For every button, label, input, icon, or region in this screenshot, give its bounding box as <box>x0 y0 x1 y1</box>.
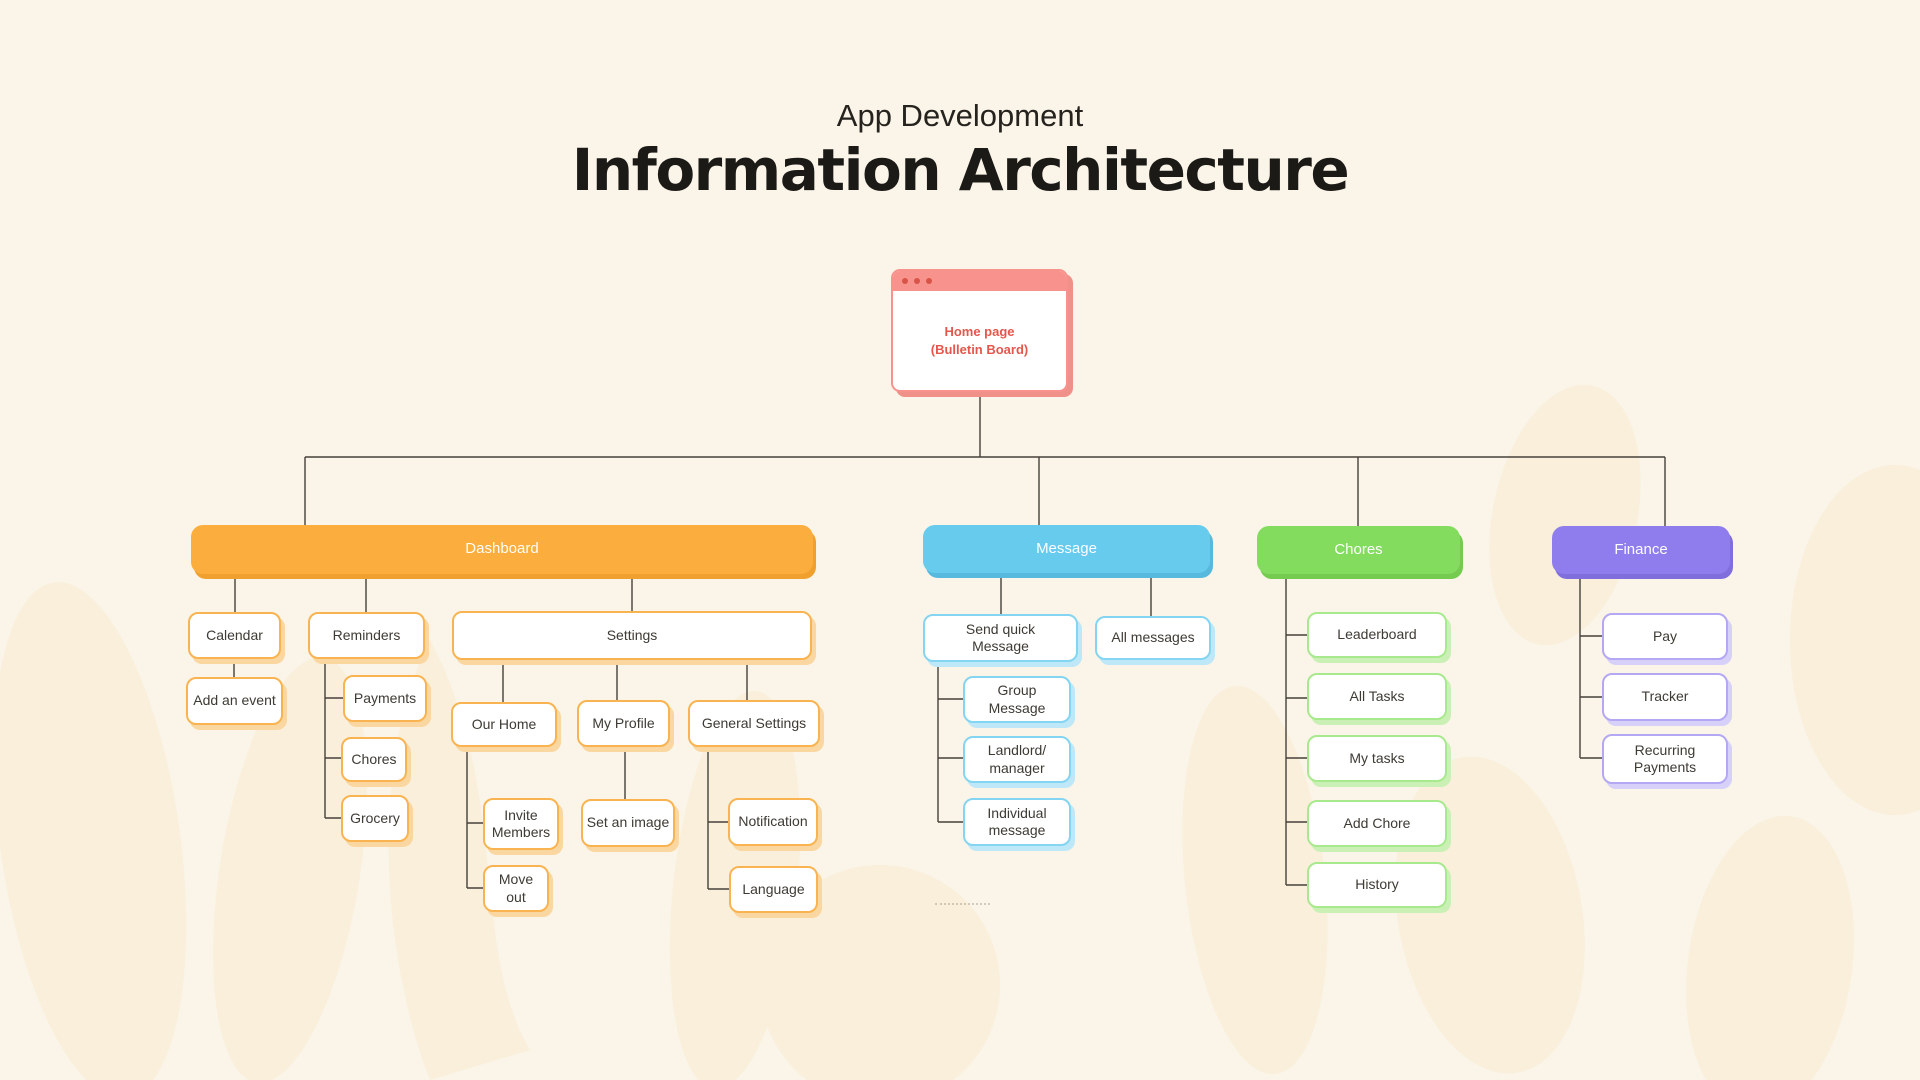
node-leaderboard: Leaderboard <box>1307 612 1447 658</box>
node-calendar: Calendar <box>188 612 281 659</box>
node-dashboard: Dashboard <box>191 525 813 574</box>
home-page-label: Home page (Bulletin Board) <box>893 291 1066 390</box>
node-move-out: Move out <box>483 865 549 912</box>
node-landlord-manager: Landlord/ manager <box>963 736 1071 783</box>
node-grocery: Grocery <box>341 795 409 842</box>
node-general-settings: General Settings <box>688 700 820 747</box>
node-all-messages: All messages <box>1095 616 1211 660</box>
window-dot-icon <box>926 278 932 284</box>
node-add-an-event: Add an event <box>186 677 283 725</box>
window-dot-icon <box>914 278 920 284</box>
window-dot-icon <box>902 278 908 284</box>
finance-connectors <box>1579 574 1602 759</box>
node-home-page: Home page (Bulletin Board) <box>891 269 1068 392</box>
node-finance: Finance <box>1552 526 1730 574</box>
message-connectors <box>937 573 1152 823</box>
browser-header <box>893 271 1066 291</box>
root-connectors <box>304 392 1666 526</box>
home-page-line1: Home page <box>944 323 1015 339</box>
home-page-line2: (Bulletin Board) <box>930 341 1029 357</box>
node-reminders: Reminders <box>308 612 425 659</box>
page-supertitle: App Development <box>836 98 1084 133</box>
node-set-an-image: Set an image <box>581 799 675 847</box>
node-tracker: Tracker <box>1602 673 1728 721</box>
node-all-tasks: All Tasks <box>1307 673 1447 720</box>
page-title: Information Architecture <box>571 136 1350 204</box>
node-invite-members: Invite Members <box>483 798 559 850</box>
node-recurring-payments: Recurring Payments <box>1602 734 1728 784</box>
node-history: History <box>1307 862 1447 908</box>
node-add-chore: Add Chore <box>1307 800 1447 847</box>
node-language: Language <box>729 866 818 913</box>
node-our-home: Our Home <box>451 702 557 747</box>
node-my-profile: My Profile <box>577 700 670 747</box>
node-chores-reminder: Chores <box>341 737 407 782</box>
node-individual-message: Individual message <box>963 798 1071 846</box>
chores-connectors <box>1285 574 1307 886</box>
node-notification: Notification <box>728 798 818 846</box>
dashboard-connectors <box>233 574 748 890</box>
node-chores: Chores <box>1257 526 1460 574</box>
node-message: Message <box>923 525 1210 573</box>
node-payments: Payments <box>343 675 427 722</box>
node-my-tasks: My tasks <box>1307 735 1447 782</box>
node-settings: Settings <box>452 611 812 660</box>
node-group-message: Group Message <box>963 676 1071 723</box>
faint-smudge <box>935 903 990 905</box>
node-pay: Pay <box>1602 613 1728 660</box>
node-send-quick-message: Send quick Message <box>923 614 1078 662</box>
